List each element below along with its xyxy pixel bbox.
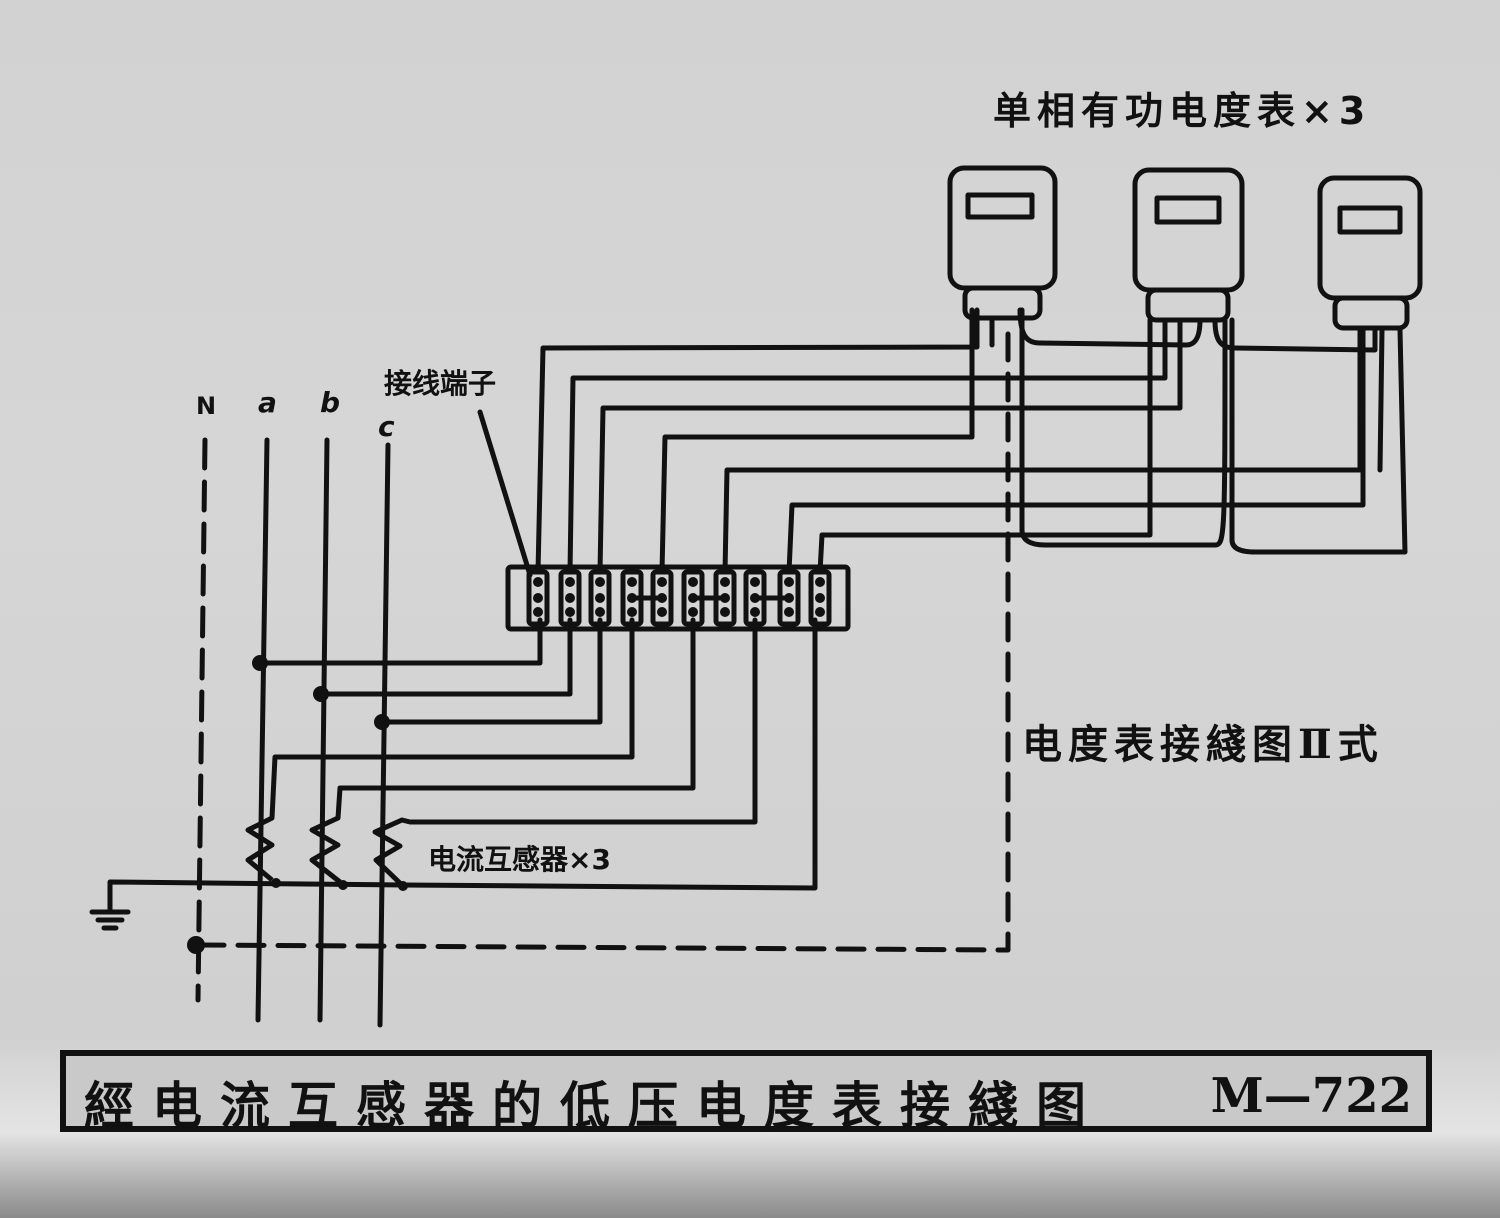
meter-wire-5 xyxy=(722,327,1363,575)
meter-wire-6 xyxy=(786,327,1366,575)
ct-wire-1 xyxy=(269,617,635,821)
junction-a xyxy=(252,655,268,671)
terminals xyxy=(526,569,832,627)
phase-a-bus-line xyxy=(255,437,270,1023)
phase-b-bus-line xyxy=(317,437,330,1023)
ct-wire-3 xyxy=(399,617,758,825)
meter-1 xyxy=(947,165,1058,348)
junction-c xyxy=(374,714,390,730)
meters-label: 单相有功电度表×3 xyxy=(993,89,1372,133)
meter-wire-3 xyxy=(597,317,1183,575)
meter-3 xyxy=(1317,175,1423,331)
title-box: 經电流互感器的低压电度表接綫图 M—722 xyxy=(60,1050,1432,1135)
voltage-tap-b xyxy=(318,617,573,697)
junction-b xyxy=(313,686,329,702)
phase-c-bus-line xyxy=(377,442,391,1028)
ground-line xyxy=(107,879,408,913)
bus-label-n: N xyxy=(196,392,217,420)
terminal-leader xyxy=(477,409,533,578)
ct-wire-2 xyxy=(335,617,696,821)
meter-2 xyxy=(1132,167,1245,323)
terminal xyxy=(558,569,582,627)
ct-coil-c xyxy=(372,817,404,887)
terminal-block xyxy=(505,564,851,632)
neutral-bus-line xyxy=(195,437,208,1003)
ct-coil-b xyxy=(309,815,342,884)
junction-dots xyxy=(187,655,408,954)
terminal xyxy=(526,569,550,627)
current-transformers xyxy=(245,815,404,887)
diagram-type-label: 电度表接綫图Ⅱ式 xyxy=(1022,721,1384,768)
meter-wire-2 xyxy=(567,317,1168,575)
terminal-block-label: 接线端子 xyxy=(384,367,497,400)
junction-n xyxy=(187,936,205,954)
terminal xyxy=(588,569,612,627)
bus-label-b: b xyxy=(320,386,341,419)
diagram-title: 經电流互感器的低压电度表接綫图 xyxy=(84,1076,1104,1135)
ct-coil-a xyxy=(245,815,275,882)
voltage-tap-a xyxy=(257,617,543,666)
meter-wire-4 xyxy=(659,307,975,575)
voltage-tap-c xyxy=(379,617,603,725)
bus-label-c: c xyxy=(378,410,395,443)
meter-wire-7 xyxy=(817,317,1153,575)
diagram-code: M—722 xyxy=(1210,1068,1412,1124)
terminal xyxy=(808,569,832,627)
current-transformers-label: 电流互感器×3 xyxy=(428,843,611,876)
bus-label-a: a xyxy=(258,386,277,419)
ct-wire-4 xyxy=(399,617,818,891)
